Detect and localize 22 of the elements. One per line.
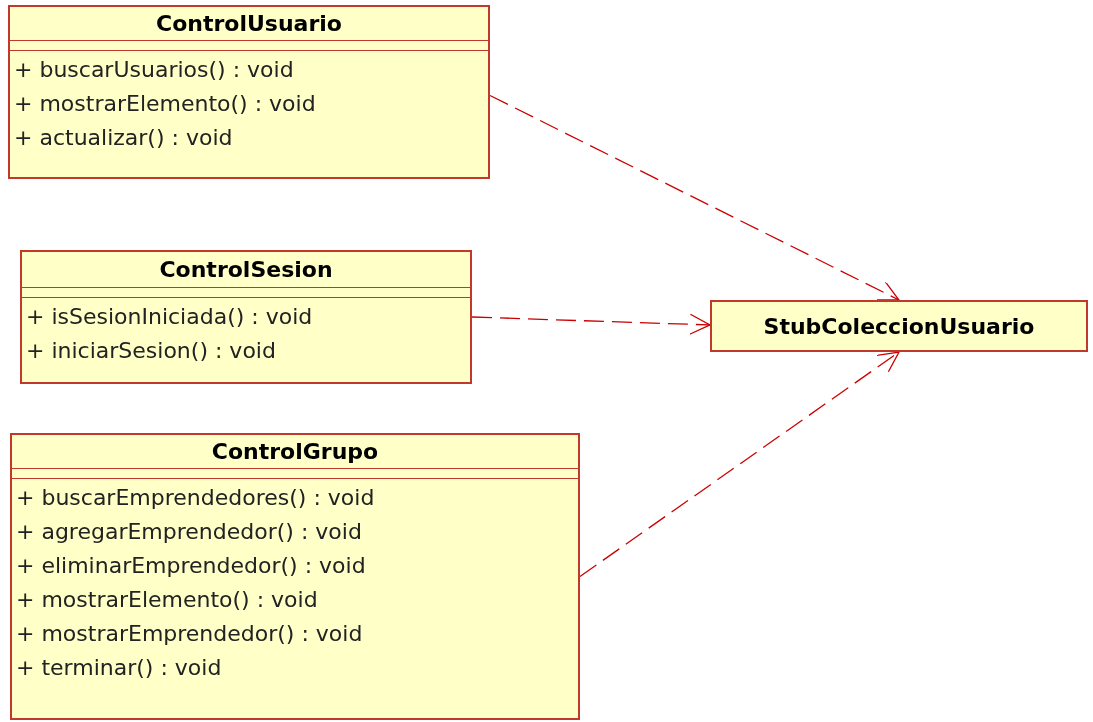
operation-text: + mostrarElemento() : void: [14, 90, 317, 118]
operation-text: + mostrarElemento() : void: [16, 586, 319, 614]
class-box: [20, 250, 472, 384]
operation-text: + actualizar() : void: [14, 124, 234, 152]
operation-text: + buscarEmprendedores() : void: [16, 484, 376, 512]
operation-text: + iniciarSesion() : void: [26, 337, 277, 365]
operation-text: + isSesionIniciada() : void: [26, 303, 314, 331]
operation-text: + buscarUsuarios() : void: [14, 56, 295, 84]
class-name: StubColeccionUsuario: [763, 315, 1035, 338]
operation-text: + mostrarEmprendedor() : void: [16, 620, 364, 648]
class-name: ControlSesion: [159, 258, 333, 281]
dependency-arrow: [489, 94, 900, 301]
dependency-arrow: [471, 313, 711, 335]
class-box: [710, 300, 1088, 352]
operation-text: + agregarEmprendedor() : void: [16, 518, 363, 546]
class-name: ControlUsuario: [156, 12, 342, 35]
class-name: ControlGrupo: [211, 440, 379, 463]
dependency-arrow: [579, 351, 900, 578]
class-box: [8, 5, 490, 179]
operation-text: + terminar() : void: [16, 654, 223, 682]
class-box: [10, 433, 580, 720]
operation-text: + eliminarEmprendedor() : void: [16, 552, 367, 580]
